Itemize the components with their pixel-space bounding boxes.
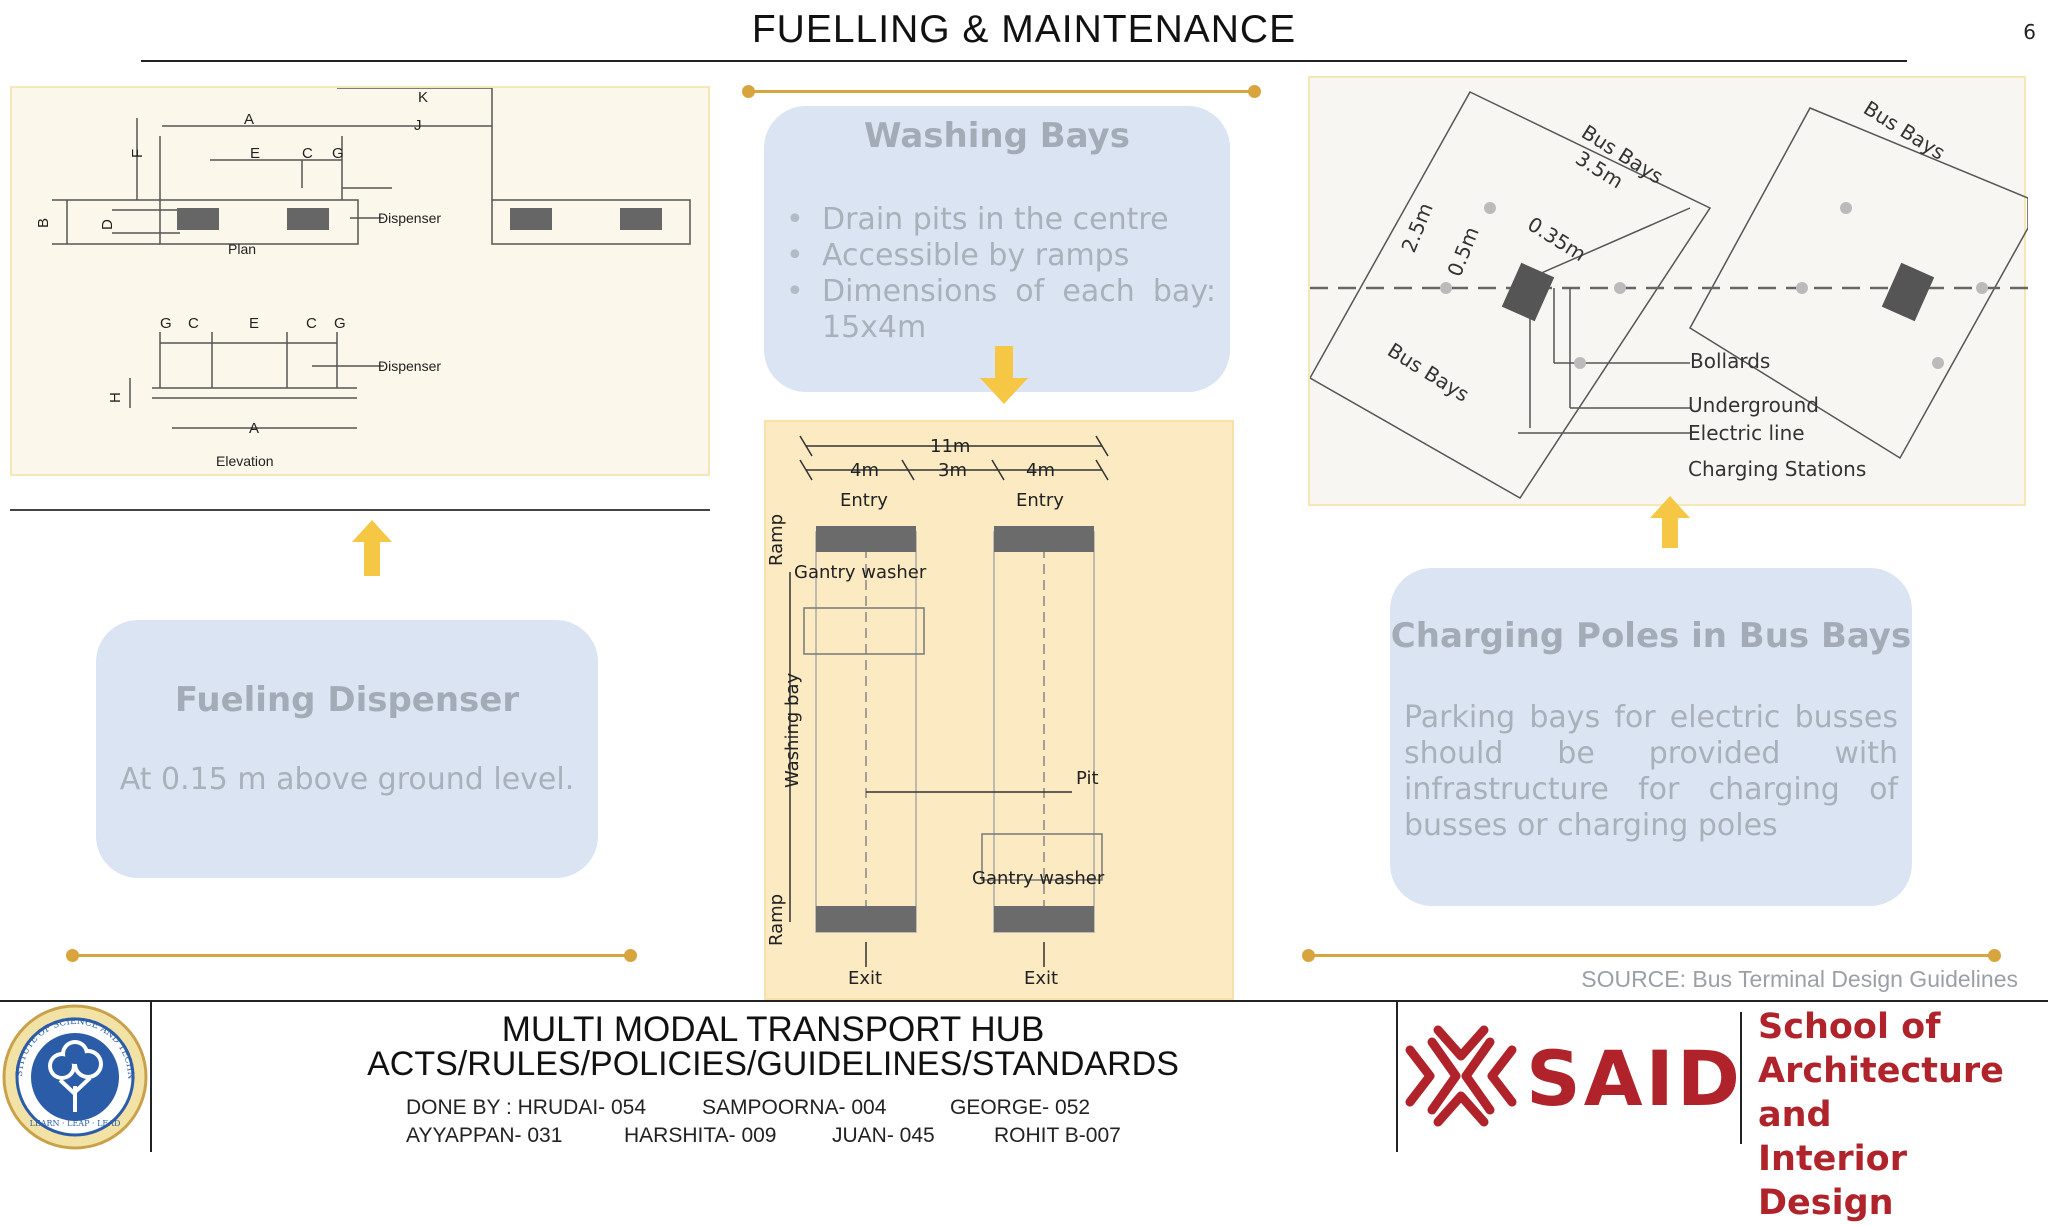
wash-entry-left: Entry <box>840 490 888 511</box>
footer-divider <box>150 1002 152 1152</box>
wash-exit-right: Exit <box>1024 968 1058 989</box>
school-name: School of Architecture and Interior Desi… <box>1758 1005 2048 1225</box>
washing-bullet: Accessible by ramps <box>774 238 1216 274</box>
said-logo-icon <box>1402 1020 1520 1136</box>
dim-label-f: F <box>129 149 146 158</box>
seal-motto: LEARN · LEAP · LEAD <box>30 1119 121 1128</box>
gold-dot <box>1248 85 1261 98</box>
elev-label-c1: C <box>188 315 199 332</box>
dim-label-j: J <box>414 117 422 134</box>
charging-poles-card: Charging Poles in Bus Bays Parking bays … <box>1390 568 1912 906</box>
dim-label-g: G <box>332 145 344 162</box>
washing-card-title: Washing Bays <box>864 116 1130 156</box>
credit-item: GEORGE- 052 <box>950 1096 1091 1119</box>
washing-bullet: Drain pits in the centre <box>774 202 1216 238</box>
school-line: Interior Design <box>1758 1139 1907 1223</box>
footer-rule <box>0 1000 2048 1002</box>
plan-dispenser-label: Dispenser <box>378 210 441 226</box>
wash-entry-right: Entry <box>1016 490 1064 511</box>
charging-card-title: Charging Poles in Bus Bays <box>1390 616 1912 656</box>
elev-dispenser-label: Dispenser <box>378 358 441 374</box>
fuel-dispenser-drawing: A K J E C G F B D Dispenser Plan G C E C… <box>10 86 710 476</box>
credit-item: AYYAPPAN- 031 <box>406 1124 563 1147</box>
washing-bullet: Dimensions of each bay: 15x4m <box>774 274 1216 346</box>
charge-dim-0-5: 0.5m <box>1442 223 1483 280</box>
university-seal: SRM INSTITUTE OF SCIENCE AND TECHNOLOGY … <box>0 997 148 1154</box>
school-line: School of <box>1758 1007 1941 1047</box>
credit-item: HARSHITA- 009 <box>624 1124 777 1147</box>
dim-label-c: C <box>302 145 313 162</box>
elev-label-g2: G <box>334 315 346 332</box>
elev-label-e: E <box>249 315 259 332</box>
page-title: FUELLING & MAINTENANCE <box>751 8 1297 51</box>
wash-bay-label: Washing bay <box>782 673 803 788</box>
wash-bay-width-left: 4m <box>850 460 879 481</box>
credit-item: JUAN- 045 <box>832 1124 935 1147</box>
elevation-label: Elevation <box>216 453 274 469</box>
said-logo-text: SAID <box>1526 1034 1743 1123</box>
washing-bays-card: Washing Bays Drain pits in the centre Ac… <box>764 106 1230 392</box>
school-line: Architecture and <box>1758 1051 2004 1135</box>
wash-gantry-bottom: Gantry washer <box>972 868 1105 889</box>
dim-label-d: D <box>99 219 116 230</box>
wash-ramp-bottom: Ramp <box>766 894 787 946</box>
wash-exit-left: Exit <box>848 968 882 989</box>
charge-bus-bays-left: Bus Bays <box>1383 338 1473 407</box>
charge-underground: Underground <box>1688 393 1819 417</box>
source-note: SOURCE: Bus Terminal Design Guidelines <box>1581 966 2018 992</box>
elev-label-g1: G <box>160 315 172 332</box>
elev-label-a: A <box>249 420 259 437</box>
credit-item: SAMPOORNA- 004 <box>702 1096 887 1119</box>
fueling-card-text: At 0.15 m above ground level. <box>119 762 575 797</box>
dim-label-e: E <box>250 145 260 162</box>
dim-label-a: A <box>244 111 254 128</box>
credit-item: ROHIT B-007 <box>994 1124 1121 1147</box>
right-gold-line <box>1308 954 1994 957</box>
wash-width-total: 11m <box>930 436 970 457</box>
wash-bay-width-right: 4m <box>1026 460 1055 481</box>
gold-dot <box>742 85 755 98</box>
page-number: 6 <box>2023 20 2036 44</box>
title-underline <box>141 60 1907 62</box>
arrow-up-icon <box>352 520 392 580</box>
dim-label-b: B <box>35 218 52 228</box>
footer-divider <box>1740 1012 1742 1144</box>
charge-dim-0-35: 0.35m <box>1523 212 1590 266</box>
project-subtitle: ACTS/RULES/POLICIES/GUIDELINES/STANDARDS <box>367 1045 1179 1083</box>
middle-gold-line <box>748 90 1254 93</box>
gold-dot <box>66 949 79 962</box>
plan-label: Plan <box>228 241 256 257</box>
arrow-up-icon <box>1650 496 1690 552</box>
wash-gantry-top: Gantry washer <box>794 562 927 583</box>
wash-pit-label: Pit <box>1076 768 1099 789</box>
fueling-dispenser-card: Fueling Dispenser At 0.15 m above ground… <box>96 620 598 878</box>
charging-card-text: Parking bays for electric busses should … <box>1404 700 1898 843</box>
gold-dot <box>1988 949 2001 962</box>
charge-electric-line: Electric line <box>1688 421 1805 445</box>
gold-dot <box>1302 949 1315 962</box>
dim-label-k: K <box>418 89 428 106</box>
washing-bay-drawing: 11m 4m 3m 4m Entry Entry Gantry washer G… <box>764 420 1234 1000</box>
project-title: MULTI MODAL TRANSPORT HUB <box>501 1010 1045 1049</box>
fueling-card-title: Fueling Dispenser <box>174 680 520 720</box>
charge-bus-bays-right: Bus Bays <box>1859 96 1949 165</box>
charge-stations: Charging Stations <box>1688 457 1866 481</box>
elev-label-c2: C <box>306 315 317 332</box>
charge-bollards: Bollards <box>1690 349 1770 373</box>
arrow-down-icon <box>980 346 1028 408</box>
gold-dot <box>624 949 637 962</box>
elev-label-h: H <box>107 392 124 403</box>
washing-bullets: Drain pits in the centre Accessible by r… <box>774 202 1216 346</box>
left-divider <box>10 509 710 511</box>
left-gold-line <box>72 954 630 957</box>
footer-divider <box>1396 1002 1398 1152</box>
charging-bay-drawing: Bus Bays 3.5m Bus Bays 2.5m 0.5m 0.35m B… <box>1308 76 2028 506</box>
wash-gap: 3m <box>938 460 967 481</box>
charge-dim-2-5: 2.5m <box>1396 199 1437 256</box>
wash-ramp-top: Ramp <box>766 514 787 566</box>
credit-item: DONE BY : HRUDAI- 054 <box>406 1096 647 1119</box>
